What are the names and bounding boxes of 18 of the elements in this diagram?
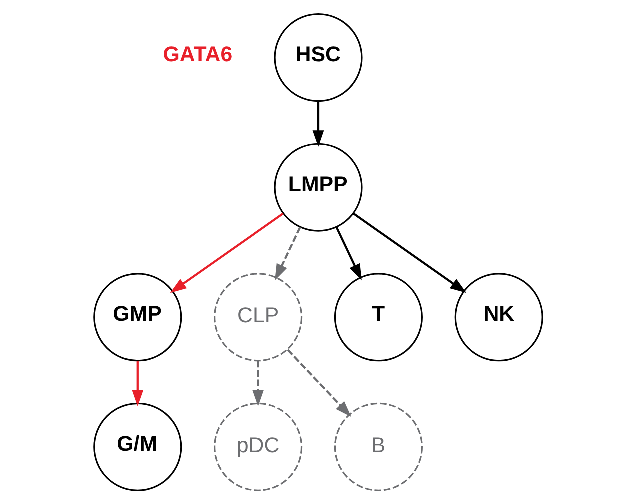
- node-circle: LMPP: [274, 142, 363, 232]
- arrow: [312, 101, 324, 146]
- node-circle: G/M: [94, 402, 182, 491]
- node-circle: B: [334, 402, 423, 491]
- arrow: [336, 226, 362, 280]
- node-circle: T: [334, 272, 423, 362]
- node-circle: pDC: [214, 402, 303, 491]
- arrow: [252, 360, 264, 406]
- node-circle: NK: [454, 272, 544, 362]
- arrow: [132, 360, 144, 406]
- arrow: [170, 212, 284, 293]
- node-circle: HSC: [274, 13, 363, 102]
- arrow: [275, 226, 302, 280]
- label: GATA6: [163, 42, 233, 66]
- arrow: [353, 212, 467, 293]
- arrow: [287, 348, 352, 417]
- node-circle: GMP: [94, 272, 182, 362]
- node-circle: CLP: [214, 272, 303, 362]
